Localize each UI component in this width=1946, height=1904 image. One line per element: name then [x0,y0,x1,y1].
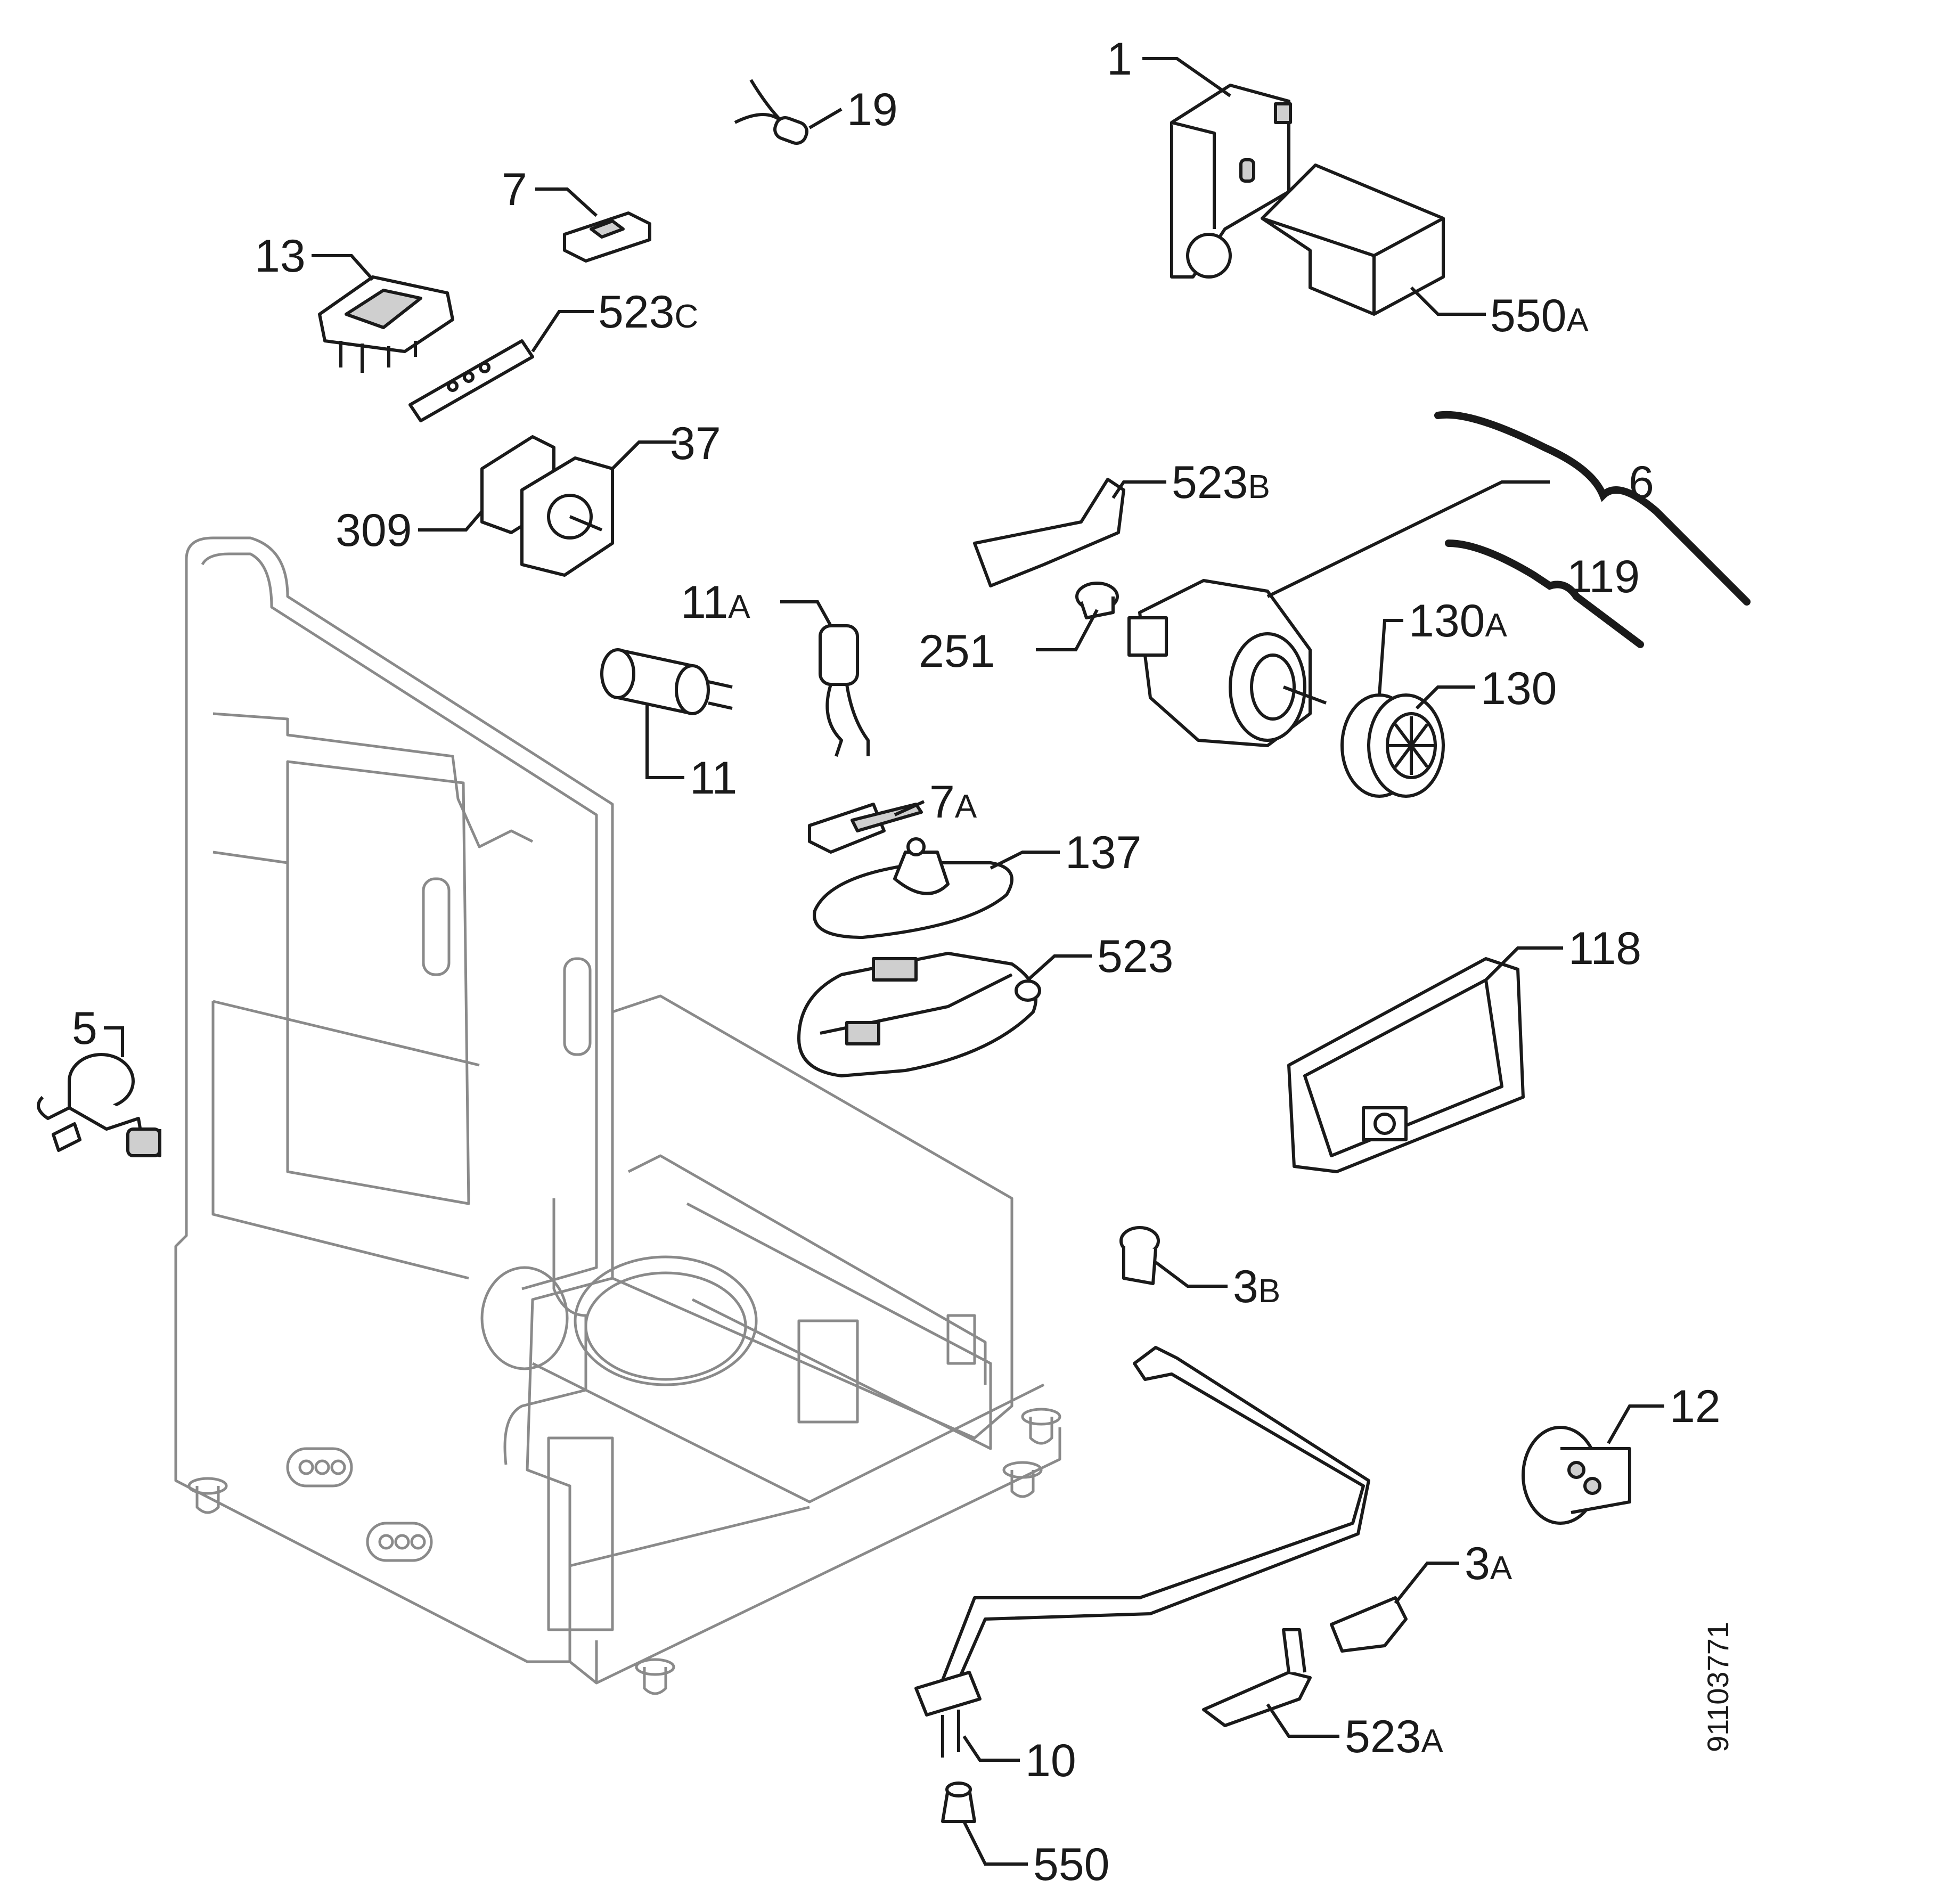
document-number: 91103771 [1701,1622,1735,1752]
brace-6 [1434,411,1751,606]
callout-19: 19 [847,84,898,135]
brace-119 [1445,540,1644,648]
callout-13: 13 [255,231,306,282]
callout-12: 12 [1670,1381,1721,1432]
callout-523c: 523C [598,287,698,338]
part-137-float [813,837,1013,939]
part-19-sensor [734,79,808,145]
callout-7a: 7A [929,777,977,828]
part-130-impeller [1340,693,1445,798]
callout-6: 6 [1629,457,1654,508]
part-550a-box [1261,164,1445,316]
callout-11a: 11A [681,577,750,628]
callout-labels: 1 19 7 13 523C 550A 37 309 523B 6 119 11… [72,34,1721,1890]
callout-550a: 550A [1490,290,1589,341]
part-6-pump-motor [1127,579,1327,747]
callout-5: 5 [72,1003,97,1054]
callout-7: 7 [502,164,527,215]
callout-119: 119 [1567,551,1640,602]
part-5-inlet-valve [37,1053,161,1157]
callout-137: 137 [1065,827,1142,878]
callout-523a: 523A [1345,1711,1444,1762]
callout-11: 11 [690,753,737,804]
part-3a-clip [1330,1596,1408,1653]
callout-523b: 523B [1172,457,1270,508]
part-550-foot [941,1782,976,1823]
part-11a-suppressor [819,624,870,757]
callout-130: 130 [1481,663,1557,714]
cabinet-frame [174,536,1061,1695]
callout-3a: 3A [1465,1538,1512,1589]
callout-550: 550 [1033,1839,1110,1890]
part-3b-thermostat [1119,1226,1160,1285]
part-523a-bracket [1202,1628,1312,1727]
part-523b-bracket [973,478,1125,587]
callout-118: 118 [1568,923,1641,974]
assembly-braces [1434,411,1751,648]
part-12-pressure-switch [1522,1426,1631,1525]
part-11-capacitor [600,648,733,715]
leader-lines [104,57,1664,1866]
callout-1: 1 [1107,34,1132,85]
callout-523: 523 [1097,931,1174,982]
part-13-block [318,275,454,373]
part-523-housing [797,952,1041,1077]
callout-37: 37 [670,418,721,469]
callout-10: 10 [1025,1735,1076,1786]
part-1-timer [1170,84,1292,279]
callout-251: 251 [919,626,995,677]
callout-3b: 3B [1233,1261,1280,1312]
part-523c-bracket [408,339,534,422]
part-37-sensor [520,456,614,577]
part-118-dispenser [1287,957,1525,1173]
callout-130a: 130A [1409,595,1508,647]
part-7-switch [563,211,651,263]
part-10-heater [914,1346,1370,1758]
callout-309: 309 [336,505,412,556]
